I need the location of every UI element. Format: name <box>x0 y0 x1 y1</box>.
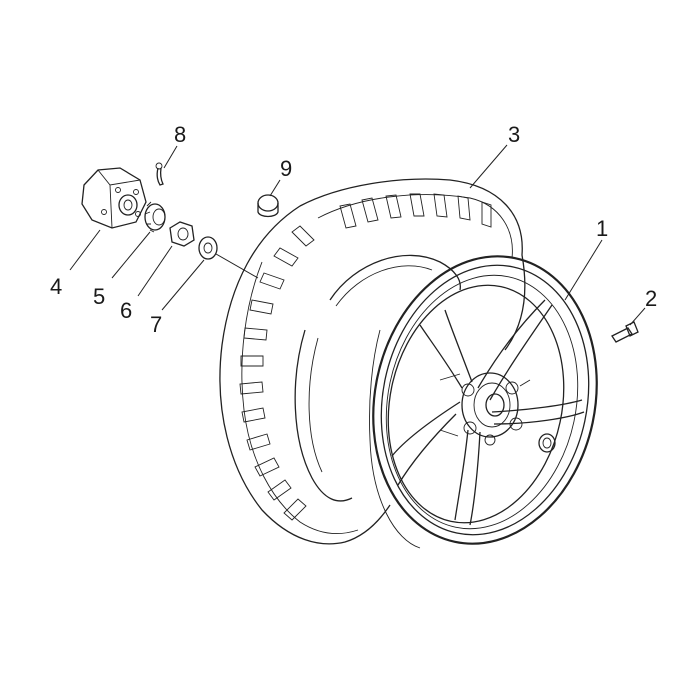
castle-nut <box>144 201 166 233</box>
valve-hole <box>538 433 556 453</box>
hex-nut <box>169 221 195 247</box>
callout-4: 4 <box>50 274 62 299</box>
leader-5 <box>111 231 151 279</box>
leader-lines <box>69 144 646 326</box>
callout-9: 9 <box>280 156 292 181</box>
tread-blocks <box>239 193 492 521</box>
tyre <box>219 178 526 545</box>
leader-4 <box>69 229 101 271</box>
callout-5: 5 <box>93 284 105 309</box>
dust-cap <box>257 194 279 218</box>
wheel-rim <box>369 255 598 549</box>
leader-6 <box>137 245 173 297</box>
callout-2: 2 <box>645 286 657 311</box>
callout-1: 1 <box>596 216 608 241</box>
leader-3 <box>469 144 508 189</box>
callout-7: 7 <box>150 312 162 337</box>
split-pin <box>155 162 164 186</box>
leader-7 <box>161 259 205 311</box>
leader-8 <box>163 145 178 169</box>
callout-6: 6 <box>120 298 132 323</box>
leader-9 <box>269 179 281 197</box>
bolt <box>611 321 639 343</box>
leader-2 <box>629 307 646 326</box>
callout-3: 3 <box>508 122 520 147</box>
callout-8: 8 <box>174 122 186 147</box>
rim-spokes <box>391 299 585 526</box>
washer <box>198 236 218 260</box>
rim-hub <box>439 372 531 446</box>
hub-assembly <box>81 167 147 229</box>
axle-centerline <box>215 253 259 279</box>
leader-1 <box>564 239 603 301</box>
